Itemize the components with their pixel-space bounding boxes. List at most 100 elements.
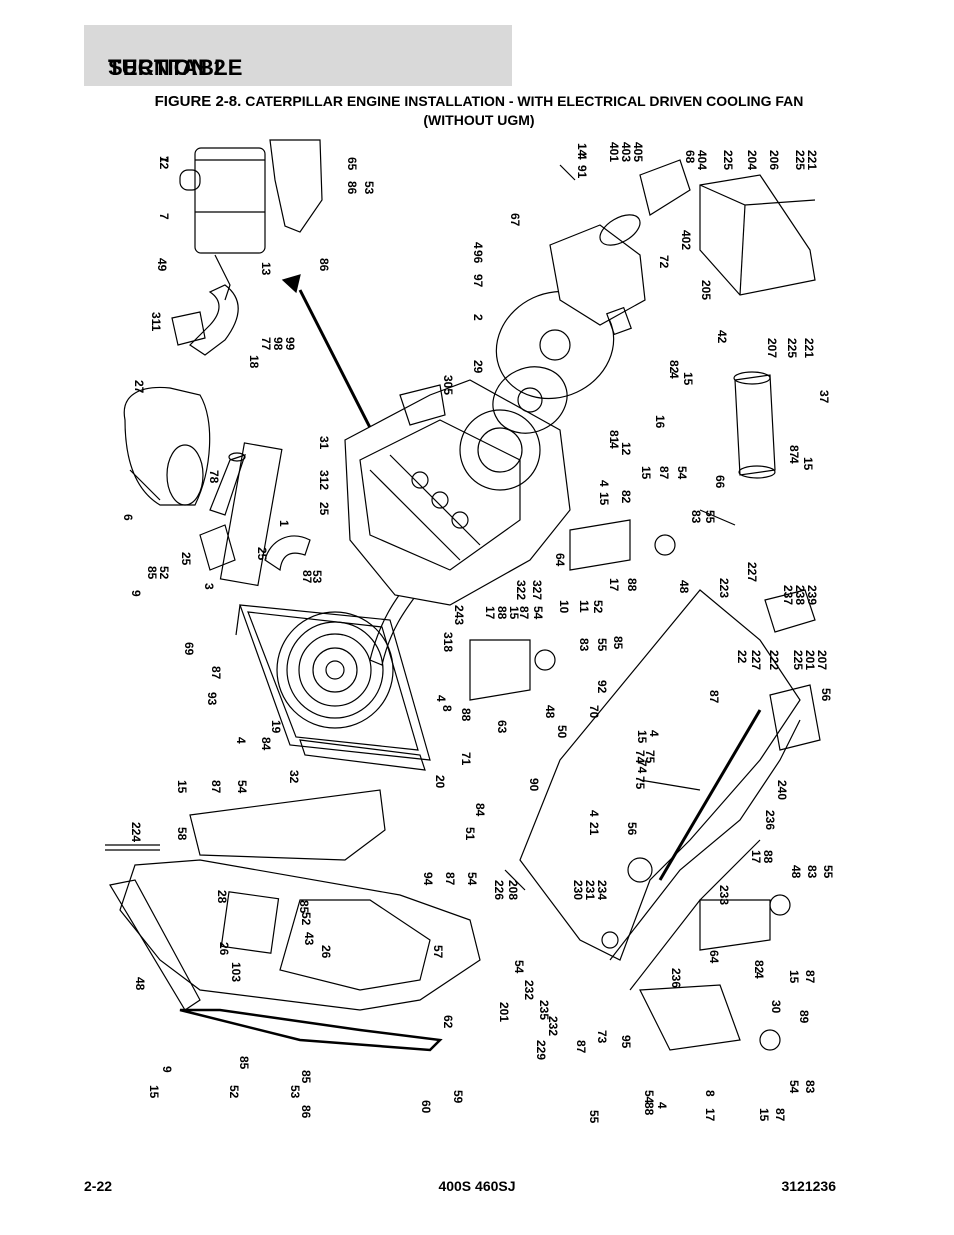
model-number: 400S 460SJ <box>438 1178 516 1194</box>
adapter-hub <box>539 329 571 361</box>
part-callout: 305 <box>441 375 455 395</box>
part-callout: 401 <box>607 142 621 162</box>
part-callout: 4 <box>597 480 611 487</box>
hose-panel <box>219 442 283 587</box>
battery-box <box>699 174 816 296</box>
part-callout: 86 <box>317 258 331 272</box>
part-callout: 15 <box>639 466 653 480</box>
section-title: TURNTABLE <box>108 55 243 80</box>
part-callout: 70 <box>587 705 601 719</box>
part-callout: 85 <box>297 900 311 914</box>
part-callout: 225 <box>785 338 799 358</box>
part-callout: 231 <box>583 880 597 900</box>
part-callout: 66 <box>713 475 727 489</box>
part-callout: 8 <box>440 705 454 712</box>
part-callout: 51 <box>463 827 477 841</box>
part-callout: 238 <box>793 585 807 605</box>
part-callout: 55 <box>703 510 717 524</box>
part-callout: 93 <box>205 692 219 706</box>
part-callout: 207 <box>765 338 779 358</box>
part-callout: 4 <box>471 242 485 249</box>
part-callout: 9 <box>129 590 143 597</box>
section-label: SECTION 2 <box>108 55 226 80</box>
part-callout: 67 <box>508 213 522 227</box>
part-callout: 4 <box>787 457 801 464</box>
part-callout: 225 <box>791 650 805 670</box>
coupling-plate <box>492 366 568 434</box>
part-callout: 7 <box>157 213 171 220</box>
part-callout: 232 <box>546 1016 560 1036</box>
boot <box>199 524 236 571</box>
part-callout: 28 <box>215 890 229 904</box>
part-callout: 85 <box>611 636 625 650</box>
vibration-isolators <box>764 589 821 751</box>
part-callout: 322 <box>514 580 528 600</box>
part-callout: 25 <box>255 547 269 561</box>
part-callout: 15 <box>175 780 189 794</box>
part-callout: 54 <box>512 960 526 974</box>
part-callout: 25 <box>179 552 193 566</box>
part-callout: 65 <box>345 157 359 171</box>
part-callout: 4 <box>667 372 681 379</box>
part-callout: 7 <box>157 156 171 163</box>
part-callout: 84 <box>259 737 273 751</box>
part-callout: 98 <box>271 337 285 351</box>
part-callout: 15 <box>147 1085 161 1099</box>
part-callout: 20 <box>433 775 447 789</box>
part-callout: 327 <box>530 580 544 600</box>
part-callout: 17 <box>749 850 763 864</box>
part-callout: 64 <box>553 553 567 567</box>
part-callout: 91 <box>575 165 589 179</box>
part-callout: 48 <box>543 705 557 719</box>
starter <box>733 371 776 479</box>
part-callout: 94 <box>421 872 435 886</box>
part-callout: 86 <box>345 181 359 195</box>
part-callout: 12 <box>619 442 633 456</box>
part-callout: 83 <box>689 510 703 524</box>
part-callout: 54 <box>642 1090 656 1104</box>
part-callout: 74 <box>633 750 647 764</box>
part-callout: 22 <box>735 650 749 664</box>
part-callout: 208 <box>506 880 520 900</box>
part-callout: 82 <box>667 360 681 374</box>
part-callout: 62 <box>441 1015 455 1029</box>
part-callout: 55 <box>587 1110 601 1124</box>
part-callout: 9 <box>160 1066 174 1073</box>
part-callout: 312 <box>317 470 331 490</box>
part-callout: 42 <box>715 330 729 344</box>
part-callout: 4 <box>655 1102 669 1109</box>
part-callout: 16 <box>653 415 667 429</box>
part-callout: 206 <box>767 150 781 170</box>
part-callout: 234 <box>595 880 609 900</box>
part-callout: 201 <box>803 650 817 670</box>
part-callout: 96 <box>471 250 485 264</box>
part-callout: 4 <box>234 737 248 744</box>
figure-number: FIGURE 2-8. <box>154 93 242 110</box>
part-callout: 52 <box>299 912 313 926</box>
part-callout: 10 <box>557 600 571 614</box>
part-callout: 233 <box>717 885 731 905</box>
part-callout: 75 <box>633 776 647 790</box>
part-callout: 75 <box>643 750 657 764</box>
part-callout: 64 <box>707 950 721 964</box>
part-callout: 204 <box>745 150 759 170</box>
part-callout: 82 <box>619 490 633 504</box>
part-callout: 87 <box>773 1108 787 1122</box>
part-callout: 54 <box>531 606 545 620</box>
part-callout: 227 <box>745 562 759 582</box>
intake-tube-end <box>228 452 246 462</box>
part-callout: 87 <box>209 666 223 680</box>
part-callout: 85 <box>237 1056 251 1070</box>
part-callout: 59 <box>451 1090 465 1104</box>
part-callout: 83 <box>577 638 591 652</box>
part-callout: 17 <box>703 1108 717 1122</box>
part-callout: 99 <box>283 337 297 351</box>
part-callout: 58 <box>175 827 189 841</box>
part-callout: 74 <box>635 760 649 774</box>
page-number: 2-22 <box>84 1178 113 1194</box>
part-callout: 15 <box>597 492 611 506</box>
part-callout: 92 <box>595 680 609 694</box>
part-callout: 88 <box>459 708 473 722</box>
part-callout: 221 <box>805 150 819 170</box>
part-callout: 13 <box>259 262 273 276</box>
